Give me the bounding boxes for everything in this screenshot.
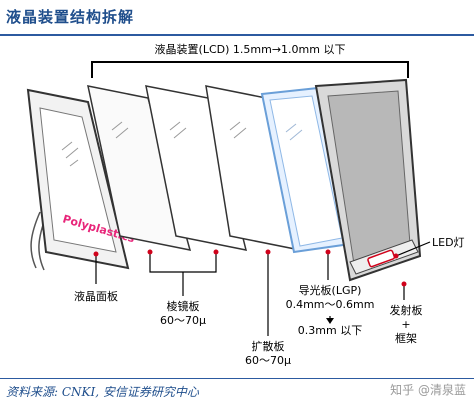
led-strip [367,249,396,268]
callout-lines [95,241,431,336]
lgp-label: 导光板(LGP) [298,284,362,297]
prism-sheet-label: 棱镜板 [166,300,200,313]
frame-label: 框架 [395,332,417,345]
diffuser-thickness-label: 60〜70μ [245,354,291,367]
prism-sheet-layer-2 [145,85,248,251]
bracket-label: 液晶装置(LCD) 1.5mm→1.0mm 以下 [154,43,346,56]
light-guide-plate-layer [260,86,352,254]
thickness-arrow [326,318,334,324]
lgp-thickness-to: 0.3mm 以下 [297,324,363,337]
led-label: LED灯 [432,236,465,249]
watermark: 知乎 @清泉蓝 [390,383,466,397]
lcd-panel-label: 液晶面板 [74,290,118,303]
lcd-bracket [91,61,409,78]
source-note: 资料来源: CNKI, 安信证券研究中心 [6,385,199,399]
frame-layer [314,78,422,282]
title-underline [0,34,474,36]
page-title: 液晶装置结构拆解 [6,8,135,26]
header: 液晶装置结构拆解 [0,0,474,36]
plus-label: + [401,318,411,331]
prism-sheet-layer-1 [87,85,192,251]
lgp-thickness-from: 0.4mm〜0.6mm [285,298,375,311]
reflector-label: 发射板 [389,304,423,317]
footer-divider [0,378,474,379]
panel-cable [30,211,41,269]
callout-dots [93,249,407,287]
lcd-panel-layer: Polyplastics [26,88,137,270]
prism-thickness-label: 60〜70μ [160,314,206,327]
diffuser-label: 扩散板 [251,340,285,353]
